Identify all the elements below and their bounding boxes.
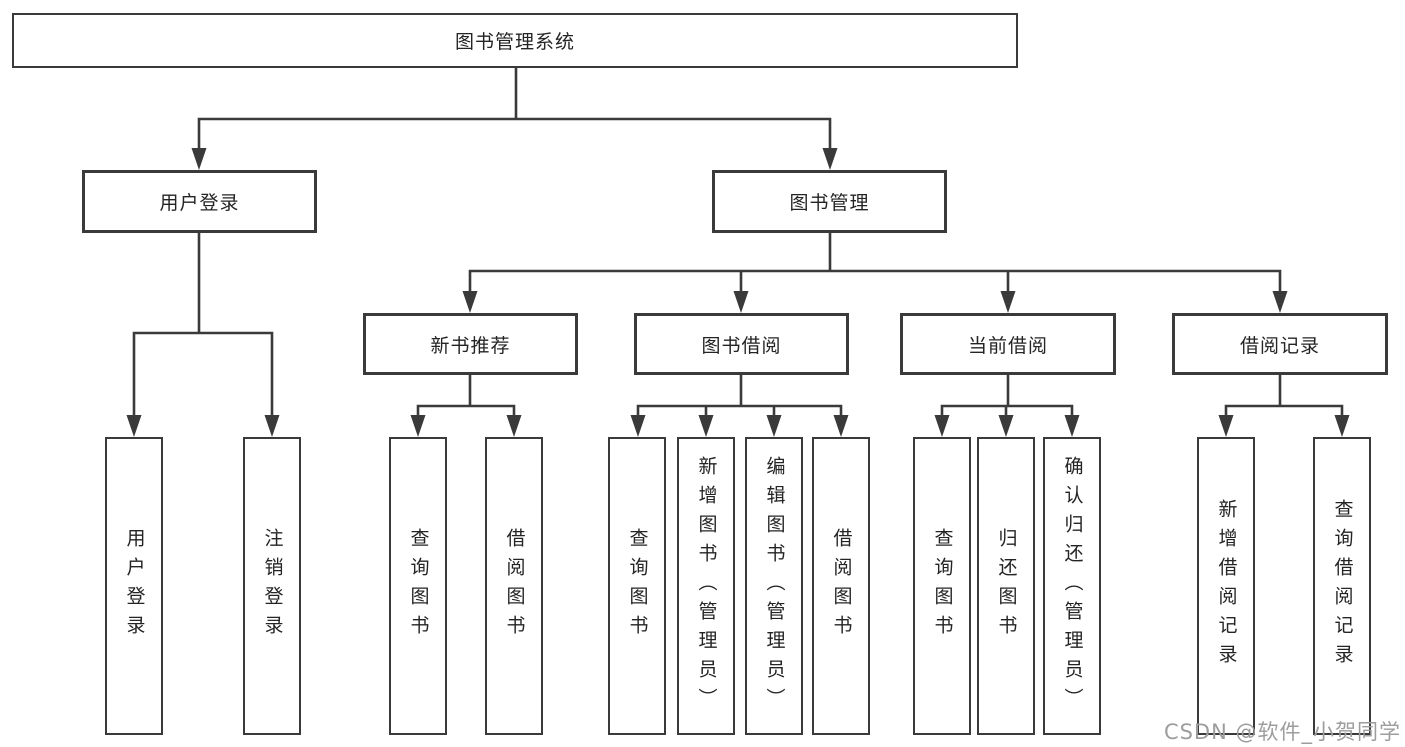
leaf-borrow-books-recommend-label: 借阅图书: [503, 528, 526, 644]
leaf-edit-book-admin-label: 编辑图书（管理员）: [763, 455, 786, 717]
arrowheads: [126, 148, 1350, 437]
leaf-borrow-books-recommend: 借阅图书: [485, 437, 543, 735]
leaf-return-book: 归还图书: [977, 437, 1035, 735]
leaf-query-books-borrow-label: 查询图书: [626, 528, 649, 644]
leaf-return-book-label: 归还图书: [995, 528, 1018, 644]
leaf-add-borrow-record-label: 新增借阅记录: [1215, 499, 1238, 673]
node-new-book-recommend: 新书推荐: [363, 313, 578, 375]
leaf-logout: 注销登录: [243, 437, 301, 735]
node-borrow-records: 借阅记录: [1172, 313, 1388, 375]
leaf-logout-label: 注销登录: [261, 528, 284, 644]
node-current-borrow: 当前借阅: [900, 313, 1116, 375]
node-book-management: 图书管理: [712, 170, 947, 233]
node-book-borrow: 图书借阅: [634, 313, 849, 375]
leaf-add-book-admin-label: 新增图书（管理员）: [695, 455, 718, 717]
leaf-user-login-label: 用户登录: [123, 528, 146, 644]
leaf-query-borrow-record: 查询借阅记录: [1313, 437, 1371, 735]
leaf-user-login: 用户登录: [105, 437, 163, 735]
leaf-confirm-return-admin-label: 确认归还（管理员）: [1061, 455, 1084, 717]
leaf-query-books-borrow: 查询图书: [608, 437, 666, 735]
leaf-borrow-books: 借阅图书: [812, 437, 870, 735]
leaf-query-books-current-label: 查询图书: [931, 528, 954, 644]
node-root: 图书管理系统: [12, 13, 1018, 68]
leaf-query-books-recommend-label: 查询图书: [407, 528, 430, 644]
leaf-add-borrow-record: 新增借阅记录: [1197, 437, 1255, 735]
leaf-query-borrow-record-label: 查询借阅记录: [1331, 499, 1354, 673]
watermark: CSDN @软件_小贺同学: [1163, 720, 1401, 744]
connector-segments: [132, 66, 1344, 418]
leaf-borrow-books-label: 借阅图书: [830, 528, 853, 644]
leaf-confirm-return-admin: 确认归还（管理员）: [1043, 437, 1101, 735]
leaf-query-books-current: 查询图书: [913, 437, 971, 735]
leaf-query-books-recommend: 查询图书: [389, 437, 447, 735]
leaf-edit-book-admin: 编辑图书（管理员）: [745, 437, 803, 735]
leaf-add-book-admin: 新增图书（管理员）: [677, 437, 735, 735]
node-user-login: 用户登录: [82, 170, 317, 233]
